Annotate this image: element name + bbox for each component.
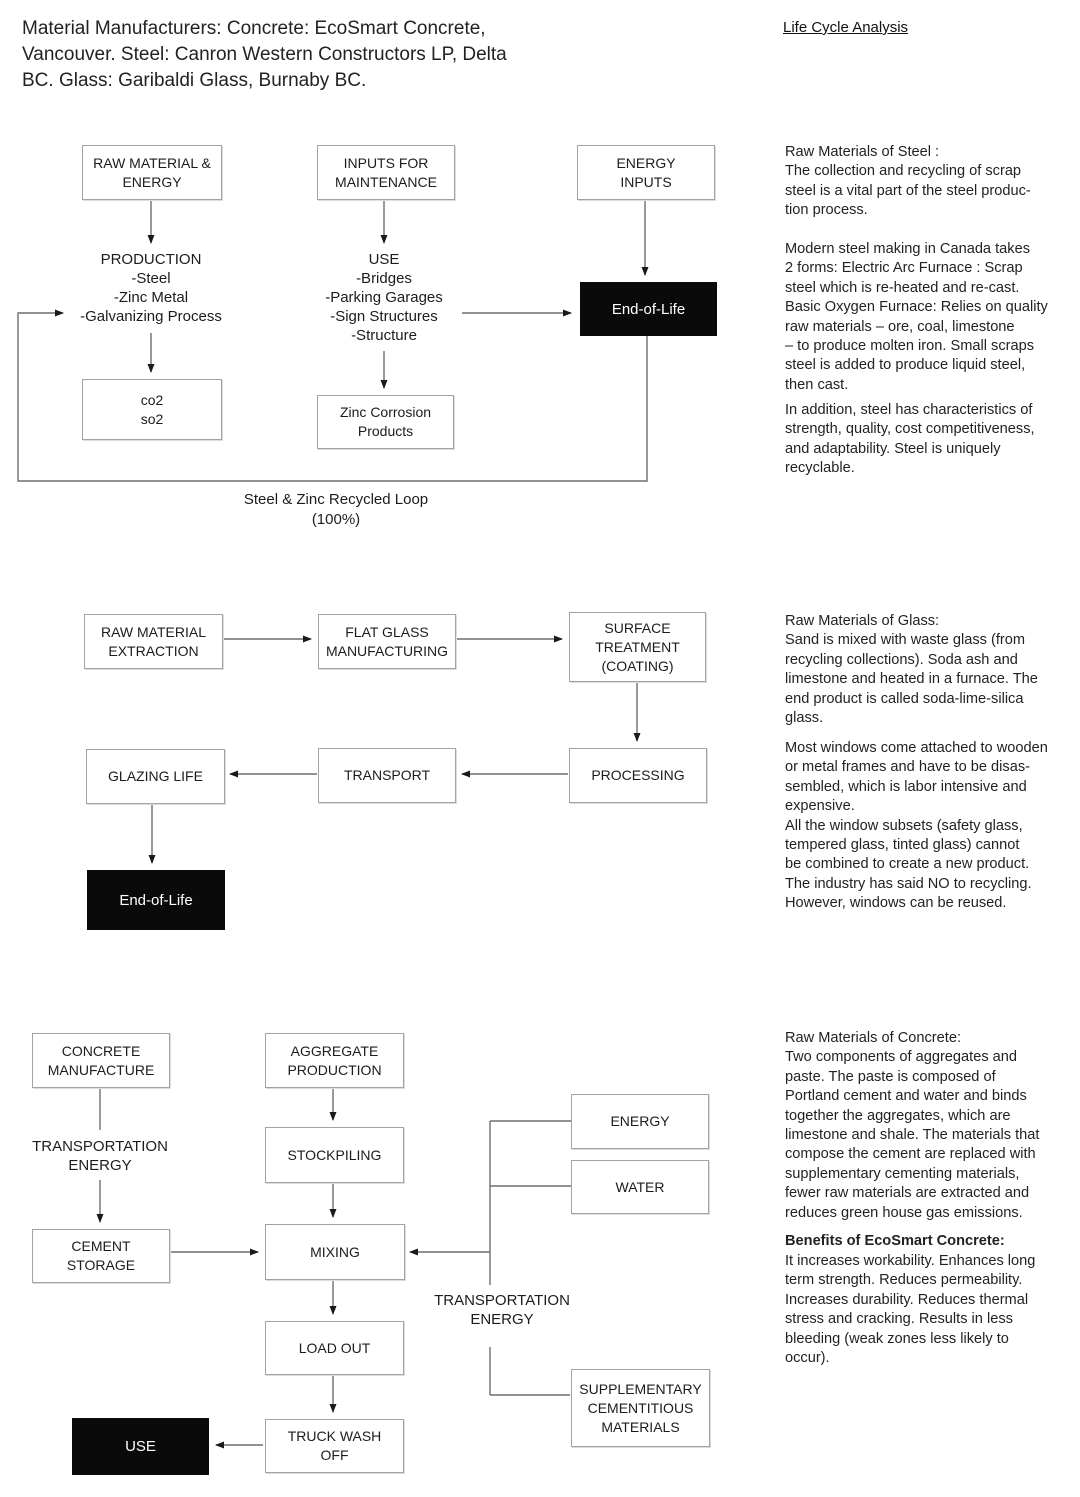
steel-use-label: USE -Bridges -Parking Garages -Sign Stru… [325, 251, 443, 344]
glass-raw-material-extraction-box: RAW MATERIAL EXTRACTION [84, 614, 223, 669]
concrete-transportation-energy-left-label: TRANSPORTATION ENERGY [32, 1138, 168, 1174]
steel-recycle-loop-line [17, 309, 648, 482]
steel-production-label: PRODUCTION -Steel -Zinc Metal -Galvanizi… [80, 251, 222, 325]
concrete-supplementary-cementitious-materials-box: SUPPLEMENTARY CEMENTITIOUS MATERIALS [571, 1369, 710, 1447]
steel-energy-inputs-box: ENERGY INPUTS [577, 145, 715, 200]
steel-inputs-for-maintenance-box: INPUTS FOR MAINTENANCE [317, 145, 455, 200]
concrete-flow-arrows [96, 1086, 571, 1449]
steel-end-of-life-box: End-of-Life [580, 282, 717, 336]
steel-zinc-corrosion-products-box: Zinc Corrosion Products [317, 395, 454, 449]
concrete-aggregate-production-box: AGGREGATE PRODUCTION [265, 1033, 404, 1088]
glass-flow-arrows [148, 635, 641, 864]
glass-transport-box: TRANSPORT [318, 748, 456, 803]
concrete-water-box: WATER [571, 1160, 709, 1214]
concrete-benefits-body: It increases workability. Enhances long … [785, 1253, 1036, 1367]
concrete-load-out-box: LOAD OUT [265, 1321, 404, 1375]
steel-notes-paragraph-1: Raw Materials of Steel : The collection … [785, 144, 1031, 219]
glass-surface-treatment-box: SURFACE TREATMENT (COATING) [569, 612, 706, 682]
concrete-transportation-energy-right-label: TRANSPORTATION ENERGY [434, 1292, 570, 1328]
glass-processing-box: PROCESSING [569, 748, 707, 803]
concrete-benefits-title: Benefits of EcoSmart Concrete: [785, 1233, 1005, 1249]
concrete-energy-box: ENERGY [571, 1094, 709, 1149]
concrete-notes-paragraph-1: Raw Materials of Concrete: Two component… [785, 1030, 1040, 1221]
concrete-mixing-box: MIXING [265, 1224, 405, 1280]
glass-end-of-life-box: End-of-Life [87, 870, 225, 930]
glass-notes-paragraph-2: Most windows come attached to wooden or … [785, 740, 1048, 912]
life-cycle-analysis-link[interactable]: Life Cycle Analysis [783, 19, 909, 36]
concrete-truck-wash-off-box: TRUCK WASH OFF [265, 1419, 404, 1473]
steel-notes-paragraph-3: In addition, steel has characteristics o… [785, 402, 1035, 477]
concrete-cement-storage-box: CEMENT STORAGE [32, 1229, 170, 1283]
steel-recycled-loop-caption: Steel & Zinc Recycled Loop (100%) [243, 491, 429, 528]
steel-flow-arrows [17, 198, 649, 482]
glass-glazing-life-box: GLAZING LIFE [86, 749, 225, 804]
steel-emissions-box: co2 so2 [82, 379, 222, 440]
concrete-manufacture-box: CONCRETE MANUFACTURE [32, 1033, 170, 1088]
concrete-stockpiling-box: STOCKPILING [265, 1127, 404, 1183]
manufacturers-note: Material Manufacturers: Concrete: EcoSma… [22, 18, 507, 91]
steel-raw-material-energy-box: RAW MATERIAL & ENERGY [82, 145, 222, 200]
glass-flat-glass-manufacturing-box: FLAT GLASS MANUFACTURING [318, 614, 456, 669]
glass-notes-paragraph-1: Raw Materials of Glass: Sand is mixed wi… [785, 613, 1038, 727]
concrete-use-box: USE [72, 1418, 209, 1475]
steel-notes-paragraph-2: Modern steel making in Canada takes 2 fo… [785, 241, 1048, 393]
